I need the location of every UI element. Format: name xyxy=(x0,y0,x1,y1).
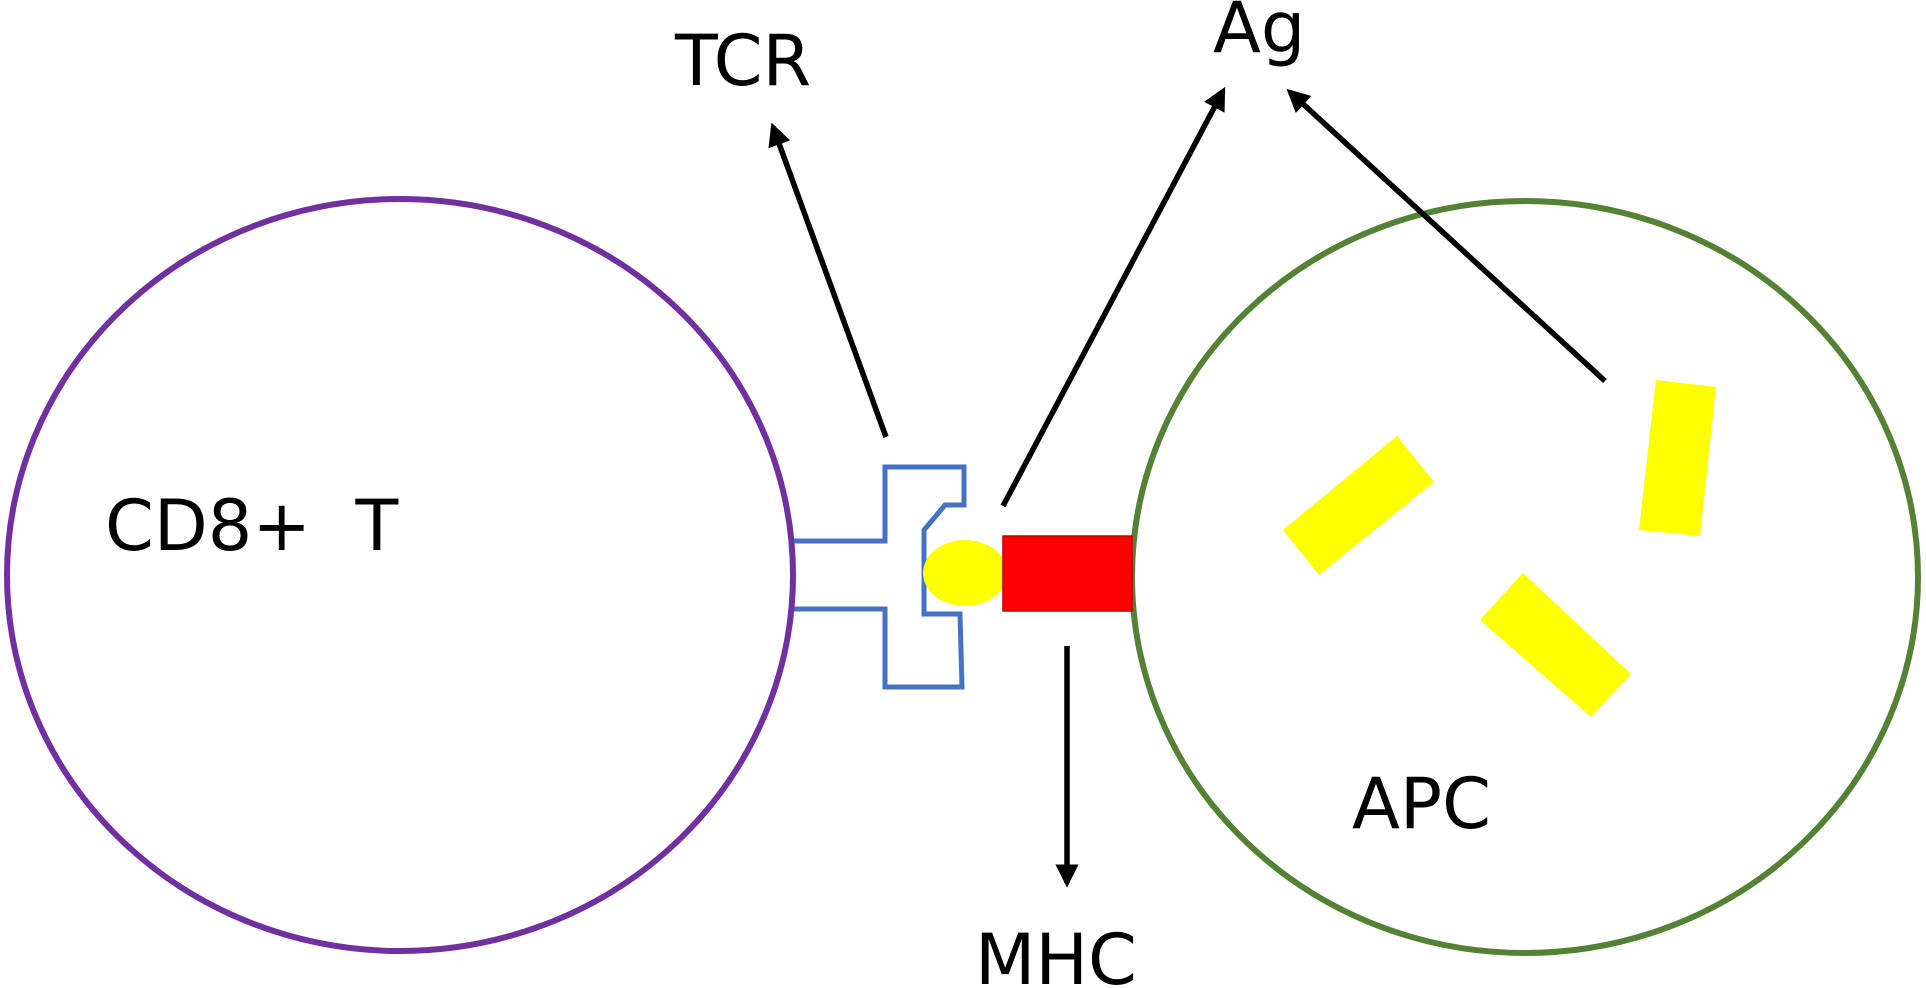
ag-arrow-from-bound xyxy=(1000,86,1226,508)
bound-antigen xyxy=(923,540,1007,606)
antigen-fragment-2 xyxy=(1639,380,1716,536)
ag-label: Ag xyxy=(1213,0,1305,69)
apc-label: APC xyxy=(1352,763,1491,845)
tcr-receptor xyxy=(794,464,967,690)
tcr-arrow xyxy=(768,122,889,438)
antigen-fragment-3 xyxy=(1480,573,1631,717)
t-cell-label: CD8+ T xyxy=(105,485,398,567)
tcr-label: TCR xyxy=(674,20,811,102)
t-cell-body xyxy=(4,196,796,954)
mhc-label: MHC xyxy=(975,919,1137,988)
mhc-molecule xyxy=(1002,535,1133,612)
antigen-fragment-1 xyxy=(1283,436,1434,575)
ag-arrow-from-apc xyxy=(1286,88,1607,384)
